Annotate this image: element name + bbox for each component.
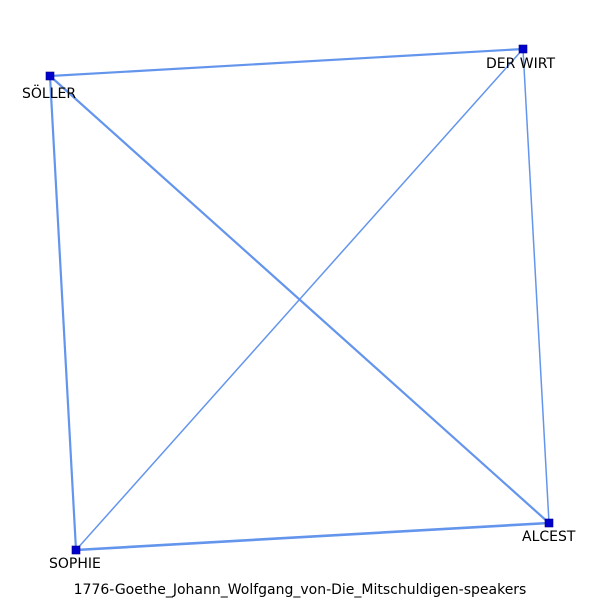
nodes-layer	[45, 44, 554, 555]
node-label-sophie: SOPHIE	[49, 556, 101, 572]
node-label-soller: SÖLLER	[22, 84, 76, 102]
node-alcest	[544, 518, 554, 528]
edges-layer	[48, 47, 550, 552]
edge-der-wirt-alcest	[522, 48, 550, 524]
edge-soller-der-wirt	[49, 47, 524, 78]
node-label-der-wirt: DER WIRT	[486, 56, 555, 72]
node-der-wirt	[518, 44, 528, 54]
node-sophie	[71, 545, 81, 555]
edge-soller-sophie	[48, 75, 78, 551]
node-soller	[45, 71, 55, 81]
node-label-alcest: ALCEST	[522, 529, 576, 545]
graph-caption: 1776-Goethe_Johann_Wolfgang_von-Die_Mits…	[73, 582, 527, 598]
edge-sophie-alcest	[75, 521, 550, 552]
edge-der-wirt-sophie	[75, 48, 524, 551]
labels-layer: SÖLLER DER WIRT ALCEST SOPHIE	[22, 56, 576, 572]
